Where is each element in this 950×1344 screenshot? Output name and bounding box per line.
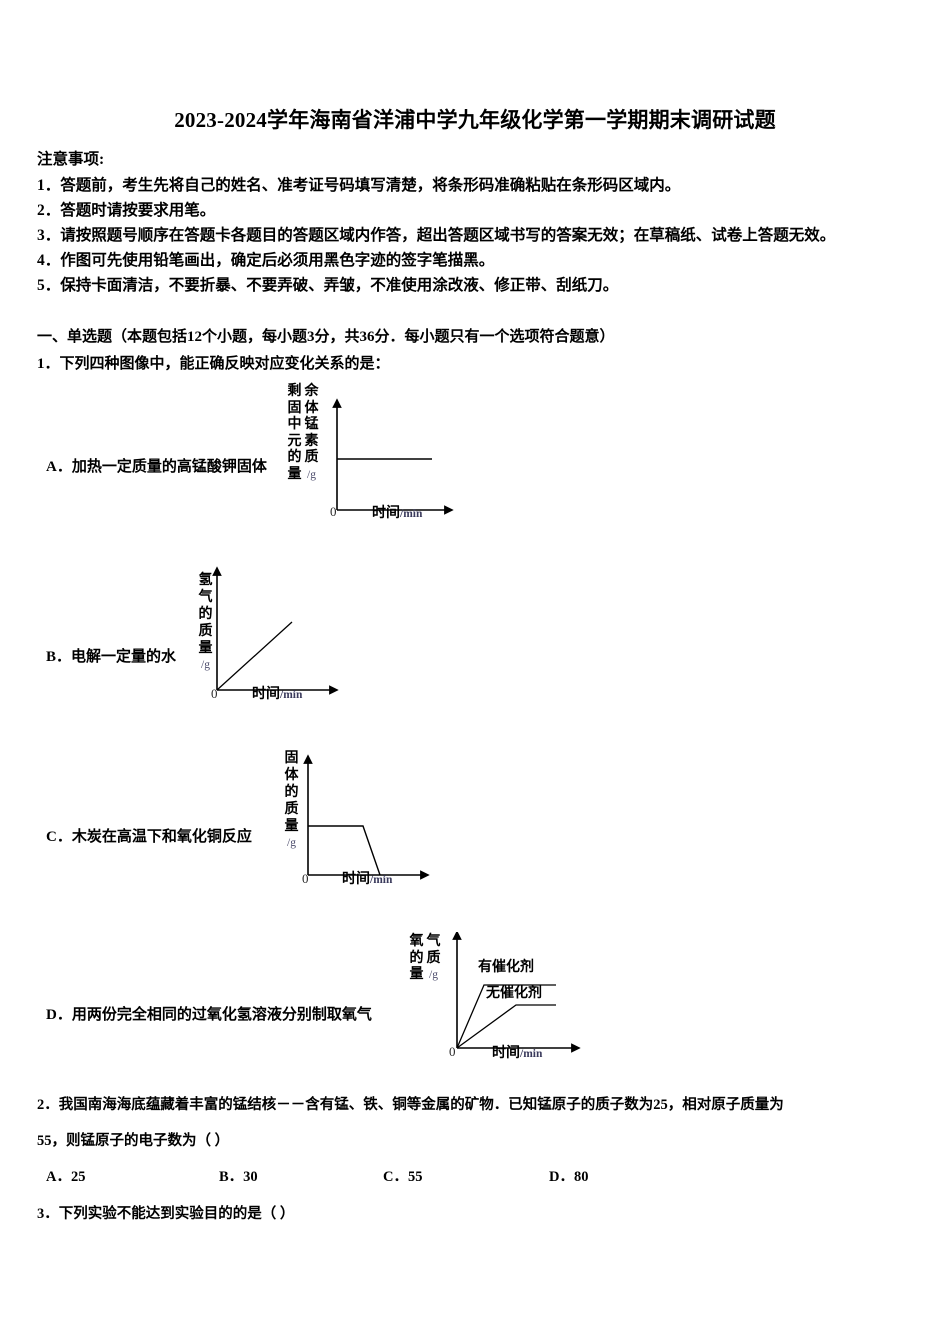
question-2-choice-b[interactable]: B．30	[219, 1169, 258, 1185]
chart-a-xlabel: 时间/min	[372, 506, 423, 521]
notice-item: 1．答题前，考生先将自己的姓名、准考证号码填写清楚，将条形码准确粘贴在条形码区域…	[37, 177, 681, 194]
chart-d-annotation-no-catalyst: 无催化剂	[486, 986, 542, 1001]
page-title: 2023-2024学年海南省洋浦中学九年级化学第一学期期末调研试题	[174, 108, 776, 132]
chart-c-origin: 0	[302, 871, 309, 886]
option-d-label: D．用两份完全相同的过氧化氢溶液分别制取氧气	[46, 1003, 372, 1024]
chart-c-xlabel: 时间/min	[342, 872, 393, 887]
notice-item: 4．作图可先使用铅笔画出，确定后必须用黑色字迹的签字笔描黑。	[37, 252, 495, 269]
chart-b-figure: 氢 气 的 质 量 /g 0 时间/min	[186, 566, 366, 716]
chart-a-ylabel: 剩 固 中 元 的 量 余 体 锰 素 质 /g	[287, 384, 319, 482]
question-2-stem-line-2: 55，则锰原子的电子数为（ ）	[37, 1133, 230, 1149]
chart-d-plot	[452, 932, 581, 1053]
option-c-label: C．木炭在高温下和氧化铜反应	[46, 825, 252, 846]
question-3-stem: 3．下列实验不能达到实验目的的是（ ）	[37, 1206, 295, 1222]
chart-c-ylabel: 固 体 的 质 量 /g	[284, 751, 299, 849]
notice-item: 2．答题时请按要求用笔。	[37, 202, 216, 219]
option-b-label: B．电解一定量的水	[46, 645, 176, 666]
chart-c-figure: 固 体 的 质 量 /g 0 时间/min	[270, 748, 450, 903]
chart-d-annotation-with-catalyst: 有催化剂	[478, 960, 534, 975]
chart-a-origin: 0	[330, 504, 337, 519]
chart-b-origin: 0	[211, 686, 218, 701]
notice-heading: 注意事项:	[37, 151, 105, 168]
option-b-text: 电解一定量的水	[71, 649, 177, 665]
option-a-key: A．	[46, 459, 72, 475]
option-a-label: A．加热一定质量的高锰酸钾固体	[46, 455, 267, 476]
chart-d-xlabel: 时间/min	[492, 1046, 543, 1061]
question-2-choice-d[interactable]: D．80	[549, 1169, 589, 1185]
option-d-key: D．	[46, 1007, 72, 1023]
chart-b-plot	[212, 566, 339, 695]
question-2-choice-a[interactable]: A．25	[46, 1169, 86, 1185]
option-a-text: 加热一定质量的高锰酸钾固体	[71, 459, 267, 475]
notice-item: 3．请按照题号顺序在答题卡各题目的答题区域内作答，超出答题区域书写的答案无效；在…	[37, 227, 836, 244]
chart-b-xlabel: 时间/min	[252, 687, 303, 702]
chart-d-figure: 氧 的 量 气 质 /g 有催化剂	[408, 932, 598, 1080]
notice-item: 5．保持卡面清洁，不要折暴、不要弄破、弄皱，不准使用涂改液、修正带、刮纸刀。	[37, 277, 619, 294]
option-c-key: C．	[46, 829, 72, 845]
section-heading: 一、单选题（本题包括12个小题，每小题3分，共36分．每小题只有一个选项符合题意…	[37, 329, 615, 345]
question-1-stem: 1．下列四种图像中，能正确反映对应变化关系的是：	[37, 356, 390, 372]
option-b-key: B．	[46, 649, 72, 665]
chart-d-origin: 0	[449, 1044, 456, 1059]
chart-b-ylabel: 氢 气 的 质 量 /g	[198, 573, 213, 671]
option-c-text: 木炭在高温下和氧化铜反应	[71, 829, 252, 845]
question-2-stem-line-1: 2．我国南海海底蕴藏着丰富的锰结核－－含有锰、铁、铜等金属的矿物．已知锰原子的质…	[37, 1097, 784, 1113]
chart-d-ylabel: 氧 的 量 气 质 /g	[409, 934, 441, 982]
chart-a-plot	[332, 398, 454, 515]
chart-a-figure: 剩 固 中 元 的 量 余 体 锰 素 质 /g	[286, 384, 466, 534]
chart-c-plot	[303, 754, 430, 880]
option-d-text: 用两份完全相同的过氧化氢溶液分别制取氧气	[71, 1007, 372, 1023]
notice-block: 注意事项: 1．答题前，考生先将自己的姓名、准考证号码填写清楚，将条形码准确粘贴…	[37, 148, 917, 298]
question-2-choice-c[interactable]: C．55	[383, 1169, 423, 1185]
